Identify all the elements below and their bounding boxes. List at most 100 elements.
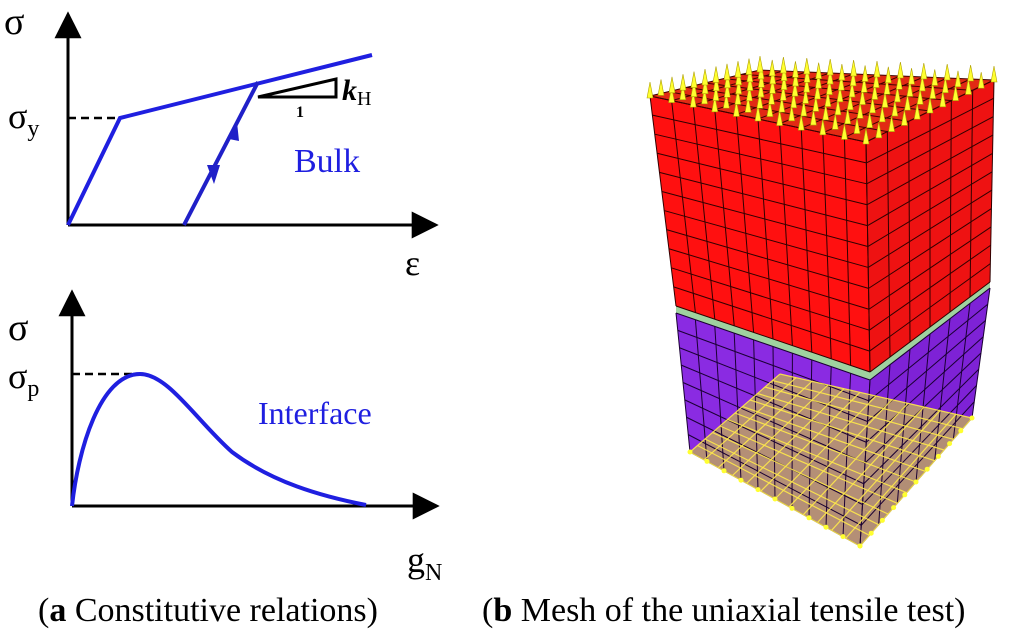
load-arrow-icon — [869, 96, 876, 114]
load-arrow-icon — [812, 95, 820, 112]
load-arrow-icon — [744, 96, 752, 113]
load-arrow-icon — [754, 104, 762, 122]
mesh-model — [646, 55, 998, 549]
support-node-icon — [913, 479, 919, 485]
bulk-curve-label: Bulk — [294, 143, 360, 180]
caption-a: (a Constitutive relations) — [38, 592, 378, 629]
support-node-icon — [935, 453, 941, 459]
support-node-icon — [755, 487, 761, 493]
load-arrow-icon — [723, 81, 731, 98]
load-arrow-icon — [831, 113, 839, 130]
load-arrow-icon — [856, 102, 864, 119]
support-node-icon — [879, 517, 885, 523]
load-arrow-icon — [757, 81, 765, 98]
bulk-stress-strain-curve — [66, 53, 373, 226]
load-arrow-icon — [690, 80, 698, 97]
mesh-interface-layer — [676, 282, 990, 380]
load-arrow-icon — [803, 76, 811, 93]
support-node-icon — [687, 449, 693, 455]
load-arrow-icon — [657, 79, 665, 96]
support-node-icon — [902, 492, 908, 498]
support-node-icon — [806, 515, 812, 521]
load-arrow-icon — [701, 87, 708, 105]
load-arrow-icon — [803, 57, 811, 75]
bulk-plot: σ σy ε Bulk kH 1 — [4, 1, 439, 283]
load-arrow-icon — [679, 83, 687, 100]
load-arrow-icon — [712, 74, 720, 92]
load-arrow-icon — [875, 121, 883, 139]
load-arrow-icon — [904, 94, 911, 111]
load-arrow-icon — [779, 84, 787, 101]
interface-plot: σ σp gN Interface — [8, 289, 442, 586]
load-arrow-icon — [826, 68, 834, 85]
load-arrow-icon — [778, 96, 786, 113]
load-arrow-icon — [756, 92, 764, 109]
load-arrow-icon — [926, 96, 934, 114]
load-arrow-icon — [824, 90, 832, 107]
load-arrow-icon — [918, 74, 926, 92]
load-arrow-icon — [848, 80, 856, 98]
load-arrow-icon — [679, 74, 687, 91]
load-arrow-icon — [850, 59, 857, 77]
load-arrow-icon — [908, 68, 915, 85]
load-arrow-icon — [954, 70, 962, 88]
load-arrow-icon — [792, 69, 799, 87]
mesh-grid-lines — [649, 69, 995, 547]
load-arrow-icon — [888, 115, 895, 132]
load-arrow-icon — [800, 100, 808, 117]
load-arrow-icon — [776, 109, 783, 126]
support-node-icon — [721, 468, 727, 474]
load-arrow-icon — [668, 76, 676, 94]
load-arrow-icon — [891, 99, 899, 117]
bulk-y-axis-label: σ — [4, 1, 24, 43]
support-node-icon — [924, 466, 930, 472]
interface-traction-curve — [70, 371, 367, 507]
load-arrow-icon — [906, 80, 914, 97]
unloading-arrow-up-icon — [229, 122, 239, 141]
mesh-top-face — [650, 70, 994, 142]
support-node-icon — [772, 496, 778, 502]
peak-stress-label: σp — [8, 356, 39, 402]
load-arrow-icon — [745, 58, 753, 75]
interface-x-axis-label: gN — [407, 540, 442, 586]
load-arrow-icon — [844, 107, 852, 125]
support-node-icon — [738, 477, 744, 483]
load-arrow-icon — [931, 69, 939, 86]
load-arrow-icon — [895, 73, 903, 90]
load-arrow-icon — [916, 88, 924, 105]
load-arrow-icon — [712, 66, 720, 83]
support-node-icon — [947, 441, 953, 447]
load-arrow-icon — [701, 77, 709, 95]
load-arrow-icon — [939, 90, 947, 108]
caption-b: (b Mesh of the uniaxial tensile test) — [482, 592, 966, 629]
support-node-icon — [704, 458, 710, 464]
boundary-condition-markers — [646, 55, 998, 549]
load-arrow-icon — [884, 66, 892, 84]
load-arrow-icon — [797, 114, 805, 131]
load-arrow-icon — [819, 118, 827, 136]
load-arrow-icon — [941, 76, 949, 93]
unloading-arrow-down-icon — [207, 165, 220, 184]
load-arrow-icon — [859, 88, 866, 105]
load-arrow-icon — [990, 65, 998, 83]
load-arrow-icon — [826, 78, 833, 95]
load-arrow-icon — [646, 81, 654, 99]
support-node-icon — [789, 505, 795, 511]
load-arrow-icon — [866, 111, 874, 129]
load-arrow-icon — [881, 91, 889, 108]
load-arrow-icon — [712, 84, 720, 101]
load-arrow-icon — [965, 78, 972, 95]
support-node-icon — [958, 428, 964, 434]
load-arrow-icon — [841, 123, 848, 140]
load-arrow-icon — [822, 103, 830, 121]
load-arrow-icon — [791, 80, 799, 97]
load-arrow-icon — [746, 84, 753, 102]
load-arrow-icon — [814, 82, 821, 100]
load-arrow-icon — [826, 58, 834, 76]
support-node-icon — [840, 534, 846, 540]
figure: σ σy ε Bulk kH 1 σ σp gN Interface — [4, 1, 998, 586]
load-arrow-icon — [861, 65, 869, 82]
load-arrow-icon — [849, 69, 857, 87]
load-arrow-icon — [901, 109, 908, 126]
support-node-icon — [891, 505, 897, 511]
